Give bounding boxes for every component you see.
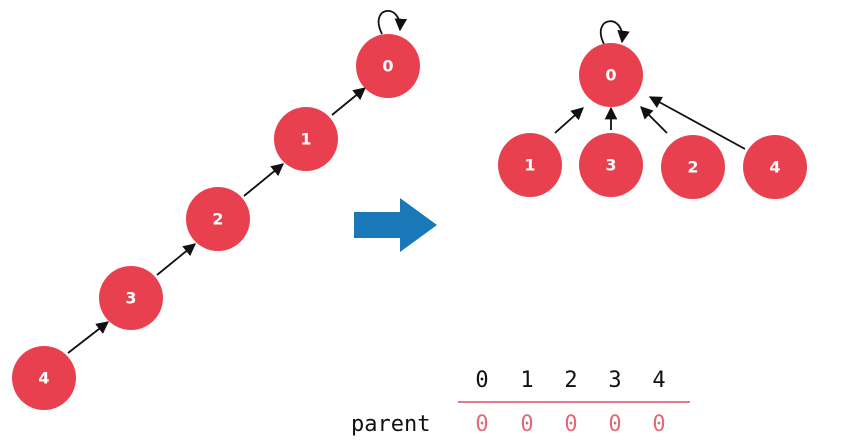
parent-table: 0 1 2 3 4 parent 0 0 0 0 0 [351,368,690,437]
chain-node-1: 1 [274,107,338,171]
right-arrow-icon [354,198,437,252]
tree-graph: 0 1 3 2 4 [498,20,807,199]
chain-node-3: 3 [99,266,163,330]
parent-value-4: 0 [652,412,665,437]
chain-node-2-label: 2 [212,210,223,229]
chain-node-4: 4 [12,346,76,410]
tree-node-3-label: 3 [605,156,616,175]
tree-node-4-label: 4 [769,158,780,177]
parent-index-4: 4 [652,368,665,393]
chain-graph: 0 1 2 3 4 [12,10,420,410]
parent-value-2: 0 [564,412,577,437]
chain-node-3-label: 3 [125,289,136,308]
parent-value-3: 0 [608,412,621,437]
parent-row-label: parent [351,412,430,437]
tree-node-1: 1 [498,133,562,197]
chain-node-4-label: 4 [38,369,49,388]
tree-edge-1-0 [554,107,584,134]
chain-edge-1-0 [331,87,366,116]
tree-node-0-label: 0 [605,66,616,85]
chain-node-1-label: 1 [300,130,311,149]
parent-index-0: 0 [475,368,488,393]
parent-index-1: 1 [520,368,533,393]
chain-edge-2-1 [243,163,284,197]
chain-node-0-label: 0 [382,57,393,76]
chain-edge-4-3 [67,321,109,354]
parent-index-2: 2 [564,368,577,393]
tree-node-1-label: 1 [524,156,535,175]
parent-index-3: 3 [608,368,621,393]
parent-value-0: 0 [475,412,488,437]
tree-self-loop-edge [599,20,630,45]
chain-self-loop-edge [377,10,408,35]
tree-node-3: 3 [579,133,643,197]
tree-node-2: 2 [661,135,725,199]
tree-node-0: 0 [579,43,643,107]
chain-node-0: 0 [356,34,420,98]
tree-edge-2-0 [640,106,668,134]
tree-edge-4-0 [648,96,746,150]
chain-node-2: 2 [186,187,250,251]
tree-node-2-label: 2 [687,158,698,177]
tree-node-4: 4 [743,135,807,199]
parent-value-1: 0 [520,412,533,437]
chain-edge-3-2 [156,243,196,276]
